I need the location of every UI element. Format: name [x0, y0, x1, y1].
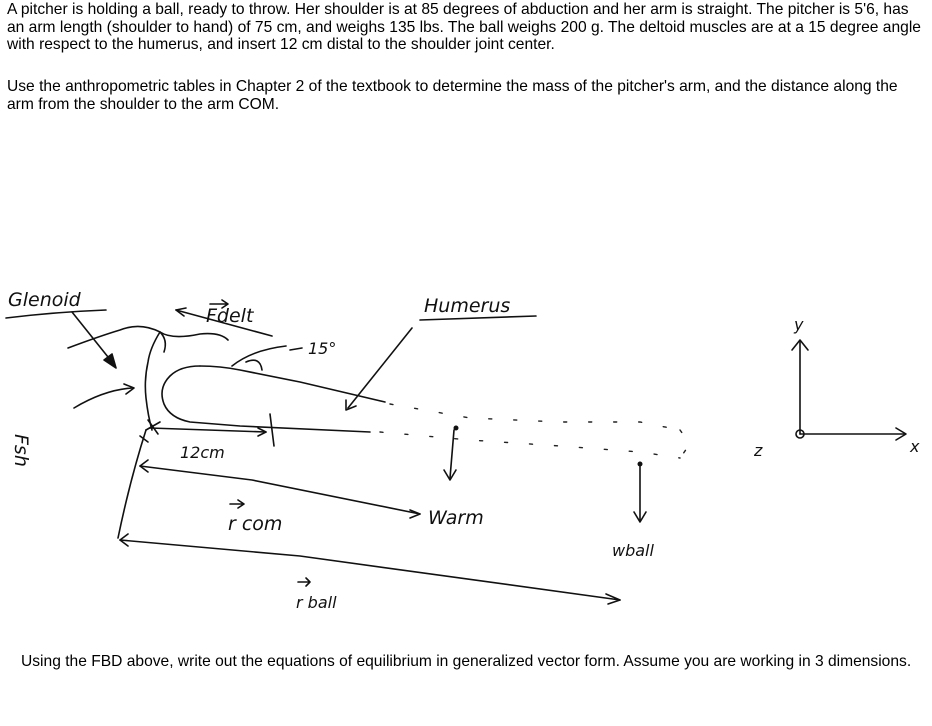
ball-weight-label: wball: [612, 541, 654, 560]
y-axis-label: y: [793, 315, 804, 334]
angle-label: 15°: [308, 339, 336, 358]
r-com-tail-arrowhead: [139, 459, 149, 473]
x-axis-label: x: [909, 437, 920, 456]
r-ball-line: [119, 539, 621, 601]
free-body-diagram: Glenoid Fdelt 15° Humerus: [5, 289, 920, 612]
deltoid-force-line: [175, 309, 273, 337]
shoulder-force-line: [73, 387, 133, 409]
instruction-paragraph: Use the anthropometric tables in Chapter…: [7, 78, 898, 113]
scapula-curl: [159, 331, 167, 353]
shoulder-force-vector: Fsh: [10, 383, 135, 467]
humerus-underline: [419, 315, 537, 321]
problem-statement-paragraph: A pitcher is holding a ball, ready to th…: [7, 1, 921, 53]
insertion-tick: [269, 413, 275, 447]
ball-weight-arrowhead: [633, 511, 647, 523]
humerus-annotation: Humerus: [345, 295, 537, 411]
r-com-vector-arrow: [229, 499, 245, 509]
humerus-bottom-edge: [161, 365, 371, 433]
arm-weight-line: [449, 429, 455, 479]
r-ball-vector-arrow: [297, 577, 311, 587]
z-axis-out-of-page: [795, 429, 805, 439]
coordinate-axes: y x z: [753, 315, 920, 460]
r-ball-vector: r ball: [117, 429, 621, 612]
arm-weight-arrowhead: [443, 469, 457, 481]
shoulder-force-label: Fsh: [10, 434, 32, 467]
r-com-label: r com: [228, 513, 282, 535]
ball-weight-vector: wball: [612, 461, 654, 560]
humerus-pointer-arrowhead: [345, 399, 357, 411]
deltoid-force-vector: Fdelt 15°: [175, 299, 336, 371]
deltoid-force-vector-arrow: [209, 299, 229, 309]
glenoid-pointer-arrowhead: [103, 353, 117, 369]
glenoid-label: Glenoid: [8, 289, 82, 311]
forearm-bottom-dashed: [379, 431, 681, 459]
insertion-distance: 12cm: [149, 413, 275, 462]
shoulder-force-arrowhead: [123, 383, 135, 395]
r-ball-label: r ball: [296, 593, 337, 612]
humerus-outline: [161, 365, 691, 459]
r-ball-tail-arrowhead: [119, 533, 129, 547]
arm-weight-label: Warm: [428, 507, 484, 529]
forearm-top-dashed: [389, 403, 681, 431]
z-axis-label: z: [753, 441, 763, 460]
deltoid-force-label: Fdelt: [206, 305, 255, 327]
r-com-vector: r com: [139, 459, 421, 535]
x-axis-arrowhead: [895, 427, 907, 441]
deltoid-muscle-line: [231, 345, 287, 367]
humerus-label: Humerus: [424, 295, 510, 317]
glenoid-pointer-line: [71, 311, 113, 363]
arm-com-point: [453, 425, 459, 431]
glenoid-underline: [5, 309, 107, 319]
scapula-outline: [67, 325, 229, 431]
y-axis-arrowhead: [791, 339, 809, 351]
arm-weight-vector: Warm: [428, 425, 484, 529]
insertion-distance-arrowhead: [257, 427, 267, 437]
r-ball-origin-line: [117, 429, 147, 539]
angle-arc: [245, 359, 263, 371]
question-paragraph: Using the FBD above, write out the equat…: [21, 653, 912, 670]
ball-point: [637, 461, 643, 467]
glenoid-annotation: Glenoid: [5, 289, 117, 369]
r-com-line: [139, 465, 421, 515]
insertion-distance-line: [149, 427, 267, 433]
deltoid-force-arrowhead: [175, 307, 187, 317]
humerus-pointer-line: [347, 327, 413, 409]
r-com-head-arrowhead: [409, 509, 421, 519]
hand-dashed: [679, 429, 691, 459]
humerus-top-edge: [199, 365, 386, 403]
glenoid-rim-line: [144, 331, 161, 431]
r-ball-head-arrowhead: [605, 593, 621, 605]
angle-leader: [289, 347, 303, 351]
insertion-distance-label: 12cm: [180, 443, 225, 462]
